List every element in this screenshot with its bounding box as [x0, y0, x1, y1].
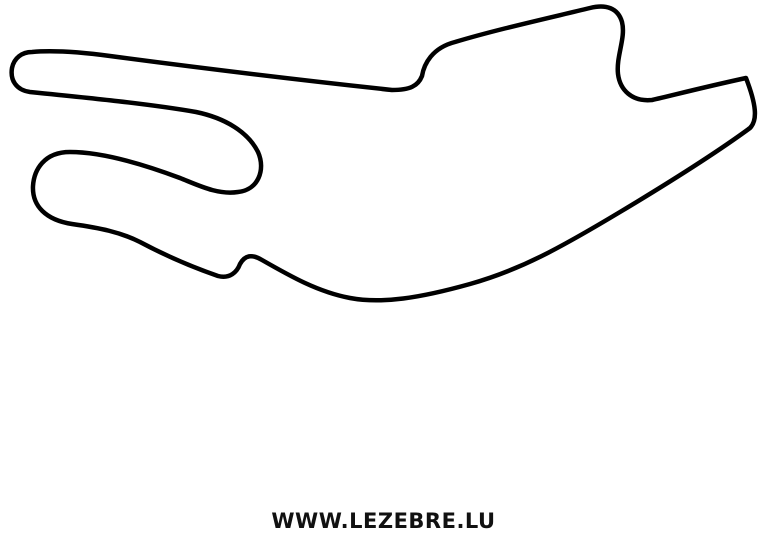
watermark-url: WWW.LEZEBRE.LU — [271, 509, 496, 533]
circuit-track-path — [9, 4, 758, 303]
